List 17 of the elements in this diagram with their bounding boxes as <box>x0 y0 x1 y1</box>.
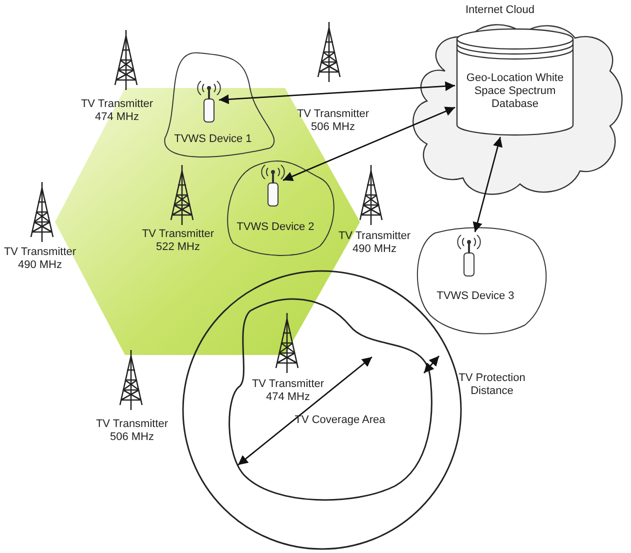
area-label: TV Coverage Area <box>294 414 386 427</box>
device-label: TVWS Device 1 <box>173 133 253 146</box>
cloud-title: Internet Cloud <box>464 4 536 17</box>
arrow <box>472 136 503 232</box>
transmitter-label: TV Transmitter 490 MHz <box>2 246 78 272</box>
transmitter-label: TV Transmitter 474 MHz <box>80 98 154 124</box>
database-label: Geo-Location White Space Spectrum Database <box>465 72 565 111</box>
distance-label: TV Protection Distance <box>458 372 526 398</box>
transmitter-label: TV Transmitter 506 MHz <box>94 418 170 444</box>
transmitter-label: TV Transmitter 522 MHz <box>140 228 216 254</box>
arrow <box>218 81 456 104</box>
transmitter-label: TV Transmitter 474 MHz <box>250 378 326 404</box>
device-label: TVWS Device 3 <box>436 290 516 303</box>
arrow <box>282 106 456 181</box>
transmitter-label: TV Transmitter 490 MHz <box>337 230 412 256</box>
device-label: TVWS Device 2 <box>236 221 316 234</box>
transmitter-label: TV Transmitter 506 MHz <box>296 108 370 134</box>
